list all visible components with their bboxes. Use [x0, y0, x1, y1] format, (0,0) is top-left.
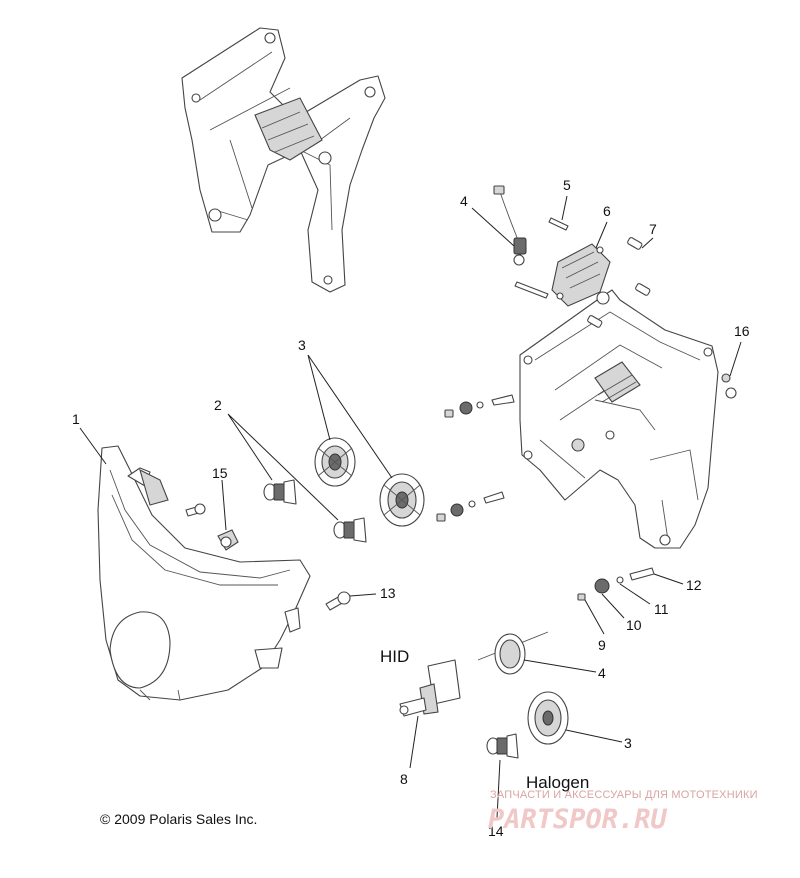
callout-3-upper: 3 — [298, 337, 306, 353]
callout-15: 15 — [212, 465, 228, 481]
hid-retaining-ring — [477, 631, 549, 675]
callout-11: 11 — [654, 601, 669, 617]
halogen-bulb-lower — [333, 517, 367, 543]
ballast-spacers — [587, 237, 651, 328]
callout-4-ring: 4 — [598, 665, 606, 681]
bracket-fasteners-lower — [436, 491, 505, 522]
callout-10: 10 — [626, 617, 642, 633]
callout-16: 16 — [734, 323, 750, 339]
watermark-logo: PARTSPOR.RU — [488, 804, 668, 835]
callout-2: 2 — [214, 397, 222, 413]
section-label-halogen: Halogen — [526, 773, 589, 792]
section-label-hid: HID — [380, 647, 409, 666]
callout-numbers: 1 2 3 4 5 6 7 16 15 13 12 11 10 9 4 3 8 … — [72, 177, 750, 839]
callout-4-harness: 4 — [460, 193, 468, 209]
callout-7: 7 — [649, 221, 657, 237]
watermark-tagline: ЗАПЧАСТИ И АКСЕССУАРЫ ДЛЯ МОТОТЕХНИКИ — [490, 789, 758, 801]
screw-13 — [325, 591, 351, 611]
ballast-screws — [514, 217, 569, 299]
callout-5: 5 — [563, 177, 571, 193]
callout-8: 8 — [400, 771, 408, 787]
nut-16 — [721, 373, 737, 399]
housing-screw-left — [185, 503, 206, 517]
halogen-bulb-upper — [263, 479, 297, 505]
grommet-15 — [217, 529, 239, 551]
hid-ballast — [551, 243, 611, 307]
hid-bulb — [399, 659, 461, 717]
bracket-fasteners-upper — [444, 394, 515, 418]
watermark: ЗАПЧАСТИ И АКСЕССУАРЫ ДЛЯ МОТОТЕХНИКИ PA… — [488, 789, 758, 835]
dust-boot-lower — [379, 473, 425, 527]
callout-12: 12 — [686, 577, 702, 593]
callout-9: 9 — [598, 637, 606, 653]
callout-13: 13 — [380, 585, 396, 601]
hid-harness — [493, 185, 527, 266]
leader-lines — [79, 195, 742, 819]
callout-3-halogen: 3 — [624, 735, 632, 751]
copyright-notice: © 2009 Polaris Sales Inc. — [100, 811, 257, 827]
adjuster-hardware — [577, 567, 655, 601]
halogen-dust-boot — [527, 691, 569, 745]
callout-6: 6 — [603, 203, 611, 219]
upper-headlight-bracket — [181, 27, 386, 293]
headlight-housing — [97, 445, 311, 701]
dust-boot-upper — [314, 437, 356, 487]
callout-14: 14 — [488, 823, 504, 839]
halogen-bulb-h — [486, 733, 519, 759]
callout-1: 1 — [72, 411, 80, 427]
lower-headlight-bracket — [519, 289, 719, 549]
